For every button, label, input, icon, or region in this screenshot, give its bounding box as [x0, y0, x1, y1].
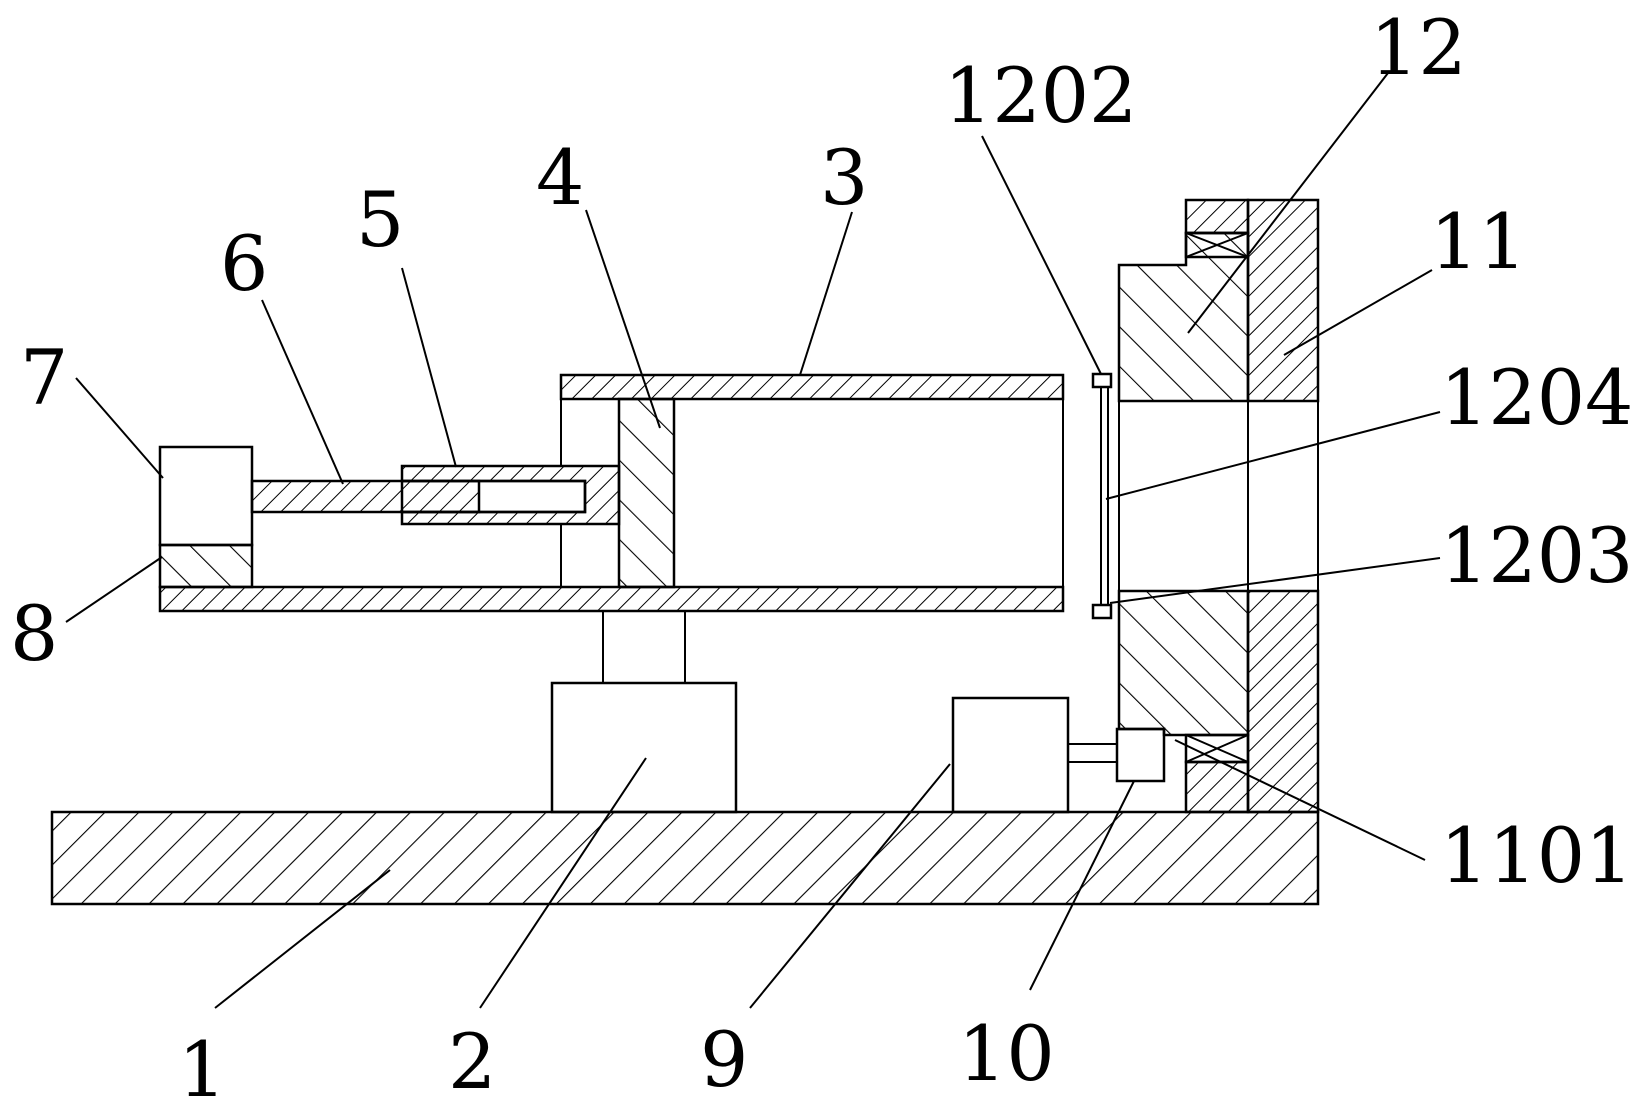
lower-bearing [1184, 733, 1250, 764]
label-7: 7 [20, 333, 68, 422]
support-block [550, 610, 738, 814]
label-5: 5 [356, 175, 404, 264]
piston-plate [617, 397, 676, 589]
motor [951, 696, 1117, 814]
clamp-head [158, 445, 254, 547]
label-1101: 1101 [1440, 811, 1633, 900]
label-1202: 1202 [944, 51, 1137, 140]
label-9: 9 [700, 1015, 748, 1104]
clamp-strip [1091, 372, 1113, 620]
label-1: 1 [178, 1025, 226, 1108]
label-3: 3 [820, 133, 868, 222]
label-6: 6 [220, 219, 268, 308]
cylinder-housing [158, 373, 1065, 613]
label-10: 10 [958, 1009, 1055, 1098]
label-12: 12 [1370, 3, 1467, 92]
leader-lines [65, 72, 1441, 1009]
label-1203: 1203 [1440, 511, 1633, 600]
label-2: 2 [448, 1017, 496, 1106]
label-4: 4 [536, 133, 584, 222]
label-8: 8 [10, 589, 58, 678]
side-frame [1184, 198, 1320, 814]
label-1204: 1204 [1440, 353, 1633, 442]
rotating-disk [1117, 231, 1250, 737]
gear-box [1115, 727, 1166, 783]
label-11: 11 [1430, 197, 1527, 286]
callout-labels: 1 2 3 4 5 6 7 8 9 10 11 12 1101 1202 120… [10, 3, 1633, 1108]
base-plate [50, 810, 1320, 906]
push-rod [250, 479, 481, 514]
clamp-pad [158, 543, 254, 589]
